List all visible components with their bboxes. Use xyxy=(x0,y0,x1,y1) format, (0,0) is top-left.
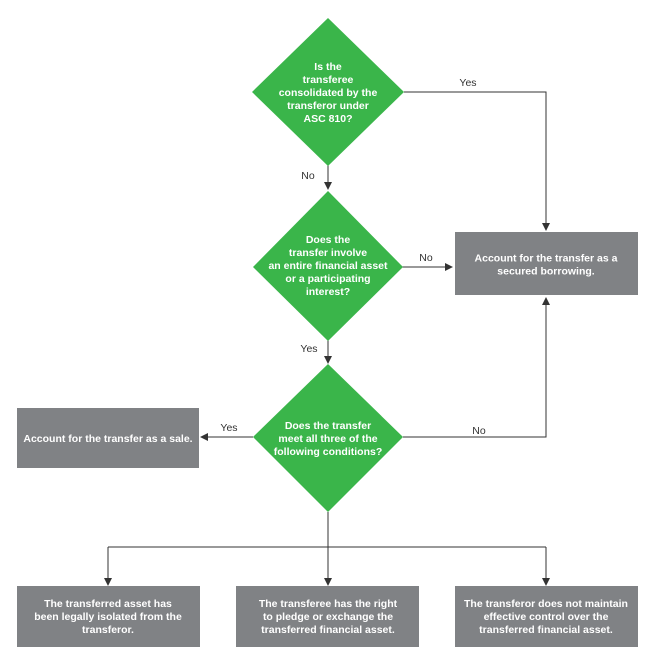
node-text-line: interest? xyxy=(306,286,350,298)
node-text-line: Account for the transfer as a sale. xyxy=(23,433,192,445)
node-text-line: The transferor does not maintain xyxy=(464,598,628,610)
decision-entire-asset xyxy=(253,191,403,341)
edge-label-consolidated-yes: Yes xyxy=(459,77,476,89)
node-text-line: transfer involve xyxy=(289,247,367,259)
node-text-line: effective control over the xyxy=(484,611,609,623)
node-text-line: or a participating xyxy=(285,273,370,285)
connectors xyxy=(104,91,550,586)
node-text-line: Does the xyxy=(306,234,351,246)
node-text-line: transferor under xyxy=(287,100,369,112)
edge-label-entire-asset-no: No xyxy=(419,252,433,264)
node-text-line: Is the xyxy=(314,61,342,73)
node-text-line: an entire financial asset xyxy=(268,260,388,272)
edge-label-conditions-yes: Yes xyxy=(220,422,237,434)
edge-label-entire-asset-yes: Yes xyxy=(300,343,317,355)
edge-conditions-no xyxy=(403,297,550,438)
outcome-sale xyxy=(17,408,199,468)
node-text-line: transferred financial asset. xyxy=(479,624,613,636)
node-text-line: Does the transfer xyxy=(285,420,371,432)
condition-effective-control xyxy=(455,586,638,647)
node-text-line: been legally isolated from the xyxy=(34,611,182,623)
outcome-sale-text: Account for the transfer as a sale. xyxy=(23,433,192,445)
node-text-line: transferor. xyxy=(82,624,134,636)
node-text-line: The transferred asset has xyxy=(44,598,172,610)
edge-consolidated-yes xyxy=(404,91,550,231)
node-text-line: ASC 810? xyxy=(303,113,352,125)
condition-legal-isolation xyxy=(17,586,200,647)
condition-pledge-exchange xyxy=(236,586,419,647)
node-text-line: Account for the transfer as a xyxy=(475,253,618,265)
outcome-secured-borrowing xyxy=(455,232,638,295)
node-text-line: transferee xyxy=(303,74,354,86)
node-text-line: transferred financial asset. xyxy=(261,624,395,636)
node-text-line: The transferee has the right xyxy=(259,598,398,610)
decision-consolidated xyxy=(252,18,404,166)
node-text-line: consolidated by the xyxy=(279,87,378,99)
decision-conditions xyxy=(253,364,403,512)
edge-label-conditions-no: No xyxy=(472,425,486,437)
node-text-line: to pledge or exchange the xyxy=(263,611,393,623)
edge-label-consolidated-no: No xyxy=(301,170,315,182)
node-text-line: meet all three of the xyxy=(278,433,377,445)
node-text-line: secured borrowing. xyxy=(497,266,595,278)
node-text-line: following conditions? xyxy=(274,446,382,458)
